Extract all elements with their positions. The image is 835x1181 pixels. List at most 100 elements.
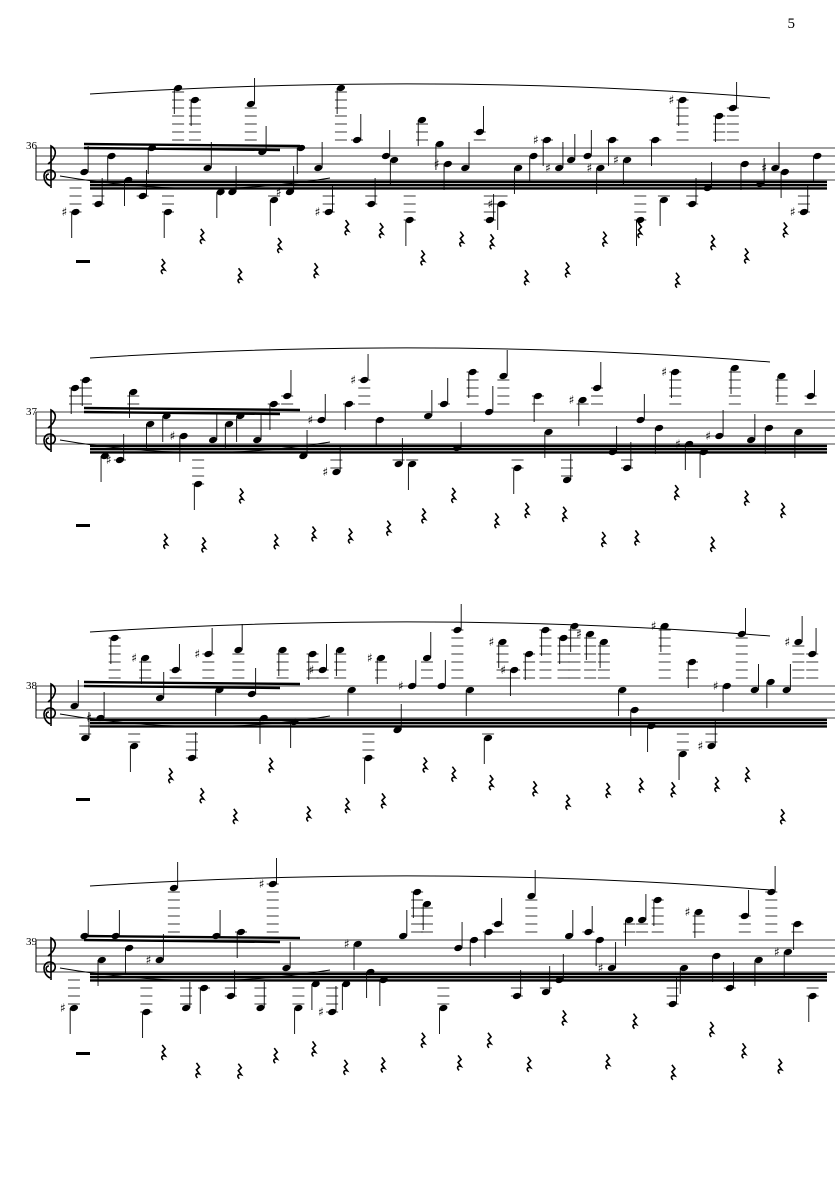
sharp-icon: ♯	[489, 635, 495, 649]
quarter-rest-icon	[238, 487, 246, 504]
sharp-icon: ♯	[705, 429, 711, 443]
quarter-rest-icon	[272, 1047, 280, 1064]
notehead-icon	[364, 754, 373, 762]
slur	[89, 621, 771, 637]
notehead-icon	[208, 436, 218, 444]
notehead-icon	[194, 480, 203, 488]
sharp-icon: ♯	[784, 635, 790, 649]
sharp-icon: ♯	[500, 663, 506, 677]
quarter-rest-icon	[673, 484, 681, 501]
sharp-icon: ♯	[576, 627, 582, 641]
sharp-icon: ♯	[315, 205, 321, 219]
notehead-icon	[162, 412, 171, 420]
quarter-rest-icon	[456, 1054, 464, 1071]
quarter-rest-icon	[670, 1064, 678, 1081]
notehead-icon	[269, 400, 278, 408]
notehead-icon	[510, 666, 519, 674]
notehead-icon	[625, 916, 634, 924]
notehead-icon	[771, 164, 780, 172]
measure-number: 38	[26, 680, 37, 692]
quarter-rest-icon	[380, 792, 388, 809]
notehead-icon	[163, 208, 173, 216]
treble-clef-icon	[43, 408, 57, 452]
notehead-icon	[592, 384, 602, 392]
beam	[83, 934, 301, 940]
notehead-icon	[808, 992, 817, 1000]
notehead-icon	[422, 654, 432, 662]
notehead-icon	[453, 626, 462, 634]
notehead-icon	[660, 622, 669, 630]
sharp-icon: ♯	[651, 619, 657, 633]
slur	[59, 967, 331, 981]
notehead-icon	[461, 164, 470, 172]
treble-clef-icon	[43, 682, 57, 726]
measure-number: 39	[26, 936, 37, 948]
quarter-rest-icon	[605, 782, 612, 799]
sharp-icon: ♯	[259, 877, 265, 891]
beam	[83, 410, 281, 416]
notehead-icon	[336, 84, 346, 92]
score-system: 36 ♯♯♯♯♯♯♯♯♯♯♯♯♯	[0, 0, 835, 300]
notehead-icon	[318, 666, 327, 674]
notehead-icon	[497, 200, 506, 208]
quarter-rest-icon	[743, 490, 751, 507]
notehead-icon	[375, 416, 385, 424]
notehead-icon	[324, 208, 333, 216]
quarter-rest-icon	[343, 1059, 350, 1076]
notehead-icon	[225, 420, 234, 428]
notehead-icon	[236, 928, 246, 936]
notehead-icon	[659, 196, 669, 204]
notehead-icon	[190, 96, 199, 104]
notehead-icon	[390, 156, 399, 164]
notehead-icon	[678, 750, 687, 758]
quarter-rest-icon	[526, 1056, 533, 1073]
quarter-rest-icon	[450, 487, 458, 504]
notehead-icon	[607, 964, 616, 972]
notehead-icon	[269, 196, 279, 204]
notehead-icon	[70, 384, 80, 392]
notehead-icon	[808, 650, 817, 658]
quarter-rest-icon	[199, 228, 206, 245]
notehead-icon	[282, 964, 291, 972]
quarter-rest-icon	[709, 536, 717, 553]
notehead-icon	[439, 1004, 448, 1012]
beam	[83, 684, 281, 690]
notehead-icon	[630, 706, 639, 714]
sharp-icon: ♯	[322, 465, 328, 479]
notehead-icon	[246, 100, 255, 108]
quarter-rest-icon	[422, 756, 429, 774]
sharp-icon: ♯	[367, 651, 373, 665]
notehead-icon	[352, 136, 362, 144]
quarter-rest-icon	[670, 781, 677, 798]
quarter-rest-icon	[674, 272, 682, 289]
notehead-icon	[308, 650, 317, 658]
notehead-icon	[69, 1004, 79, 1012]
notehead-icon	[138, 192, 147, 200]
notehead-icon	[766, 678, 775, 686]
notehead-icon	[746, 436, 756, 444]
notehead-icon	[367, 200, 376, 208]
quarter-rest-icon	[744, 766, 752, 783]
notehead-icon	[294, 1004, 303, 1012]
quarter-rest-icon	[232, 808, 239, 825]
notehead-icon	[353, 940, 362, 948]
quarter-rest-icon	[344, 797, 352, 814]
notehead-icon	[443, 160, 452, 168]
quarter-rest-icon	[420, 249, 427, 266]
quarter-rest-icon	[600, 531, 608, 548]
sharp-icon: ♯	[350, 373, 356, 387]
notehead-icon	[541, 988, 550, 996]
quarter-rest-icon	[347, 527, 355, 544]
notehead-icon	[328, 1008, 337, 1016]
notehead-icon	[527, 892, 536, 900]
notehead-icon	[493, 920, 502, 928]
notehead-icon	[668, 1000, 677, 1008]
notehead-icon	[381, 152, 390, 160]
notehead-icon	[740, 160, 749, 168]
notehead-icon	[141, 654, 150, 662]
sharp-icon: ♯	[344, 937, 350, 951]
notehead-icon	[199, 984, 209, 992]
measure-number: 37	[26, 406, 37, 418]
notehead-icon	[564, 932, 574, 940]
notehead-icon	[437, 682, 446, 690]
